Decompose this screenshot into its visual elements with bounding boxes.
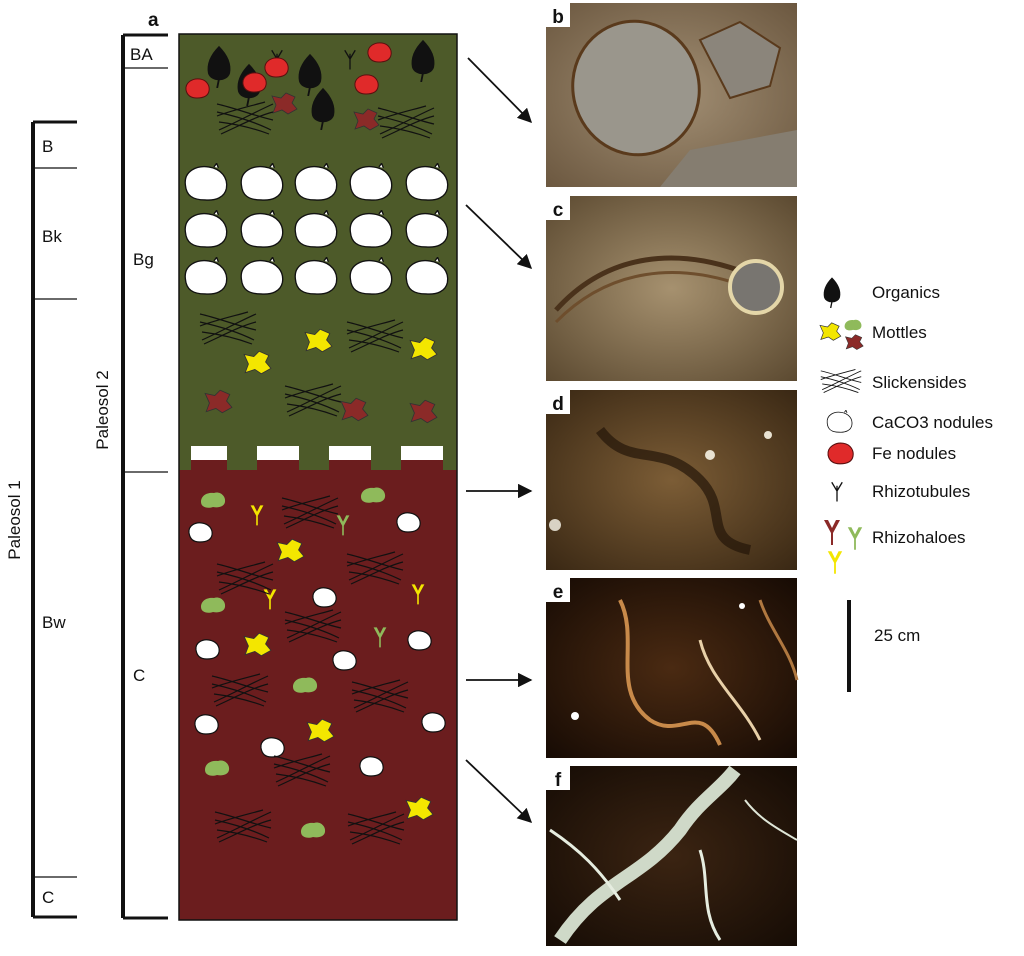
arrow-to-b	[468, 58, 531, 122]
panel-letter-b: b	[552, 7, 564, 28]
p2-horizon-bg: Bg	[133, 250, 154, 269]
fe-nodule-icon	[265, 58, 288, 77]
caco3-nodule-icon	[397, 513, 420, 532]
nodule-icon	[827, 410, 852, 432]
connector-arrows	[466, 58, 531, 822]
micrograph-panel-f: f	[546, 766, 797, 946]
leaf-icon	[824, 277, 841, 308]
p2-horizon-ba: BA	[130, 45, 153, 64]
p1-horizon-bw: Bw	[42, 613, 66, 632]
panel-letter-f: f	[555, 770, 562, 791]
caco3-nodule-icon	[333, 651, 356, 670]
caco3-nodule-icon	[360, 757, 383, 776]
micrograph-panel-e: e	[546, 578, 797, 758]
p1-horizon-bk: Bk	[42, 227, 62, 246]
legend-label-caco3: CaCO3 nodules	[872, 413, 993, 432]
micrograph-panel-b: b	[546, 3, 797, 187]
paleosol2-label: Paleosol 2	[93, 370, 112, 449]
micrograph-panel-d: d	[546, 390, 797, 570]
panel-letter-c: c	[553, 200, 564, 221]
micrograph-panel-c: c	[546, 196, 797, 381]
legend-label-mottles: Mottles	[872, 323, 927, 342]
caco3-nodule-icon	[189, 523, 212, 542]
caco3-nodule-icon	[408, 631, 431, 650]
fe-nodule-icon	[355, 75, 378, 94]
legend-label-fe: Fe nodules	[872, 444, 956, 463]
caco3-nodule-icon	[422, 713, 445, 732]
scale-label: 25 cm	[874, 626, 920, 645]
slickenside-icon	[821, 369, 861, 392]
mottle-icon	[820, 320, 863, 350]
panel-letter-a: a	[148, 10, 159, 31]
panel-letter-e: e	[553, 582, 564, 603]
caco3-nodule-icon	[196, 640, 219, 659]
caco3-nodule-icon	[195, 715, 218, 734]
caco3-nodule-icon	[261, 738, 284, 757]
legend: Organics Mottles Slickensides CaCO3 nodu…	[820, 277, 993, 692]
fe-nodule-icon	[828, 443, 853, 464]
paleosol2-bracket	[123, 35, 168, 918]
fe-nodule-icon	[243, 73, 266, 92]
caco3-nodule-icon	[313, 588, 336, 607]
paleosol1-label: Paleosol 1	[5, 480, 24, 559]
rhizohalo-icon	[824, 520, 862, 574]
p1-horizon-c: C	[42, 888, 54, 907]
p1-horizon-b: B	[42, 137, 53, 156]
soil-column	[179, 34, 457, 920]
legend-label-rhizohaloes: Rhizohaloes	[872, 528, 966, 547]
panel-letter-d: d	[552, 394, 564, 415]
caco3-nodule-rows	[185, 163, 447, 294]
fe-nodule-icon	[186, 79, 209, 98]
arrow-to-f	[466, 760, 531, 822]
legend-label-rhizotubules: Rhizotubules	[872, 482, 970, 501]
fe-nodule-icon	[368, 43, 391, 62]
legend-label-organics: Organics	[872, 283, 940, 302]
arrow-to-c	[466, 205, 531, 268]
p2-horizon-c: C	[133, 666, 145, 685]
rhizotubule-icon	[832, 482, 843, 501]
legend-label-slickensides: Slickensides	[872, 373, 967, 392]
